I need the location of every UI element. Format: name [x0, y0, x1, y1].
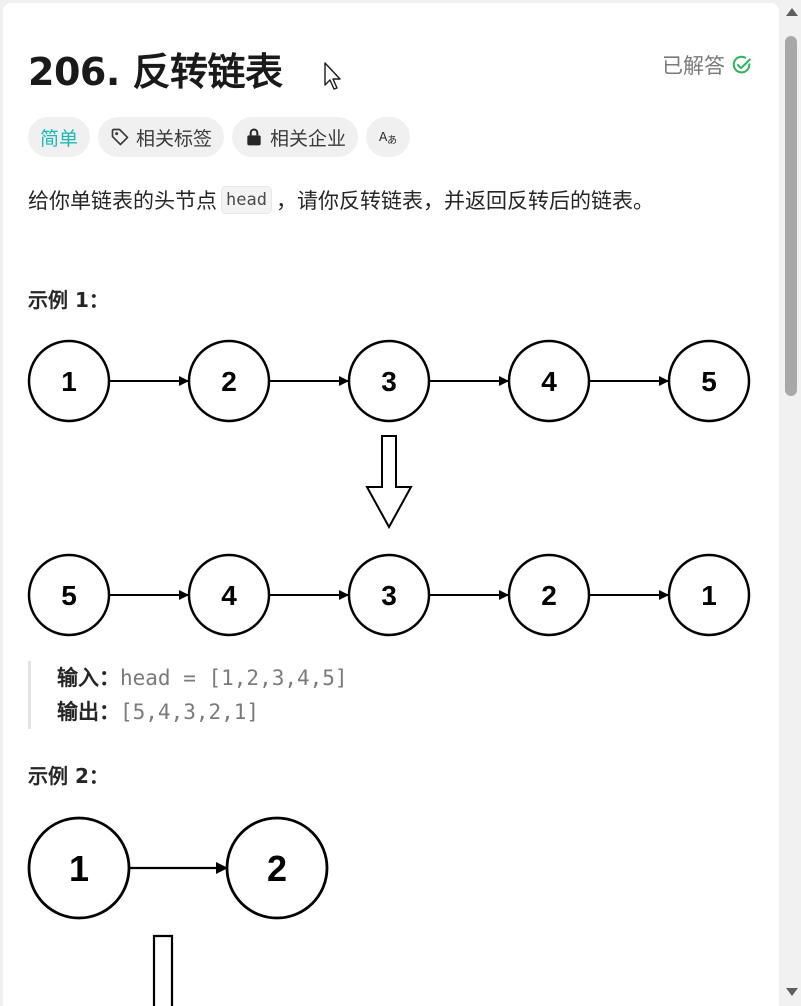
list-node: 1 [27, 339, 111, 423]
tag-row: 简单 相关标签 相关企业 A あ [28, 117, 411, 157]
input-label: 输入： [57, 666, 120, 690]
list-node: 4 [187, 553, 271, 637]
difficulty-label: 简单 [40, 127, 79, 150]
list-node: 5 [667, 339, 751, 423]
list-node: 2 [507, 553, 591, 637]
after-list: 5 4 3 2 1 [27, 553, 751, 637]
list-node: 2 [187, 339, 271, 423]
node-value: 1 [61, 366, 77, 397]
lock-icon [247, 128, 261, 146]
node-value: 1 [69, 848, 89, 889]
example-2-diagram: 1 2 [27, 816, 329, 1006]
node-value: 4 [221, 580, 237, 611]
solved-status: 已解答 [662, 50, 753, 80]
output-label: 输出： [57, 700, 120, 724]
input-value: head = [1,2,3,4,5] [120, 666, 348, 690]
problem-title: 206. 反转链表 [28, 50, 283, 94]
vertical-scrollbar[interactable] [781, 0, 801, 1006]
scroll-down-icon[interactable] [786, 988, 798, 996]
mouse-cursor-icon [324, 62, 341, 90]
node-value: 3 [381, 366, 397, 397]
node-value: 2 [221, 366, 237, 397]
list-node: 3 [347, 339, 431, 423]
svg-text:あ: あ [387, 135, 397, 147]
translate-button[interactable]: A あ [366, 117, 411, 157]
output-value: [5,4,3,2,1] [120, 700, 260, 724]
example-1-diagram: 1 2 3 4 5 [27, 339, 751, 637]
example-1-title: 示例 1： [28, 288, 109, 312]
node-value: 5 [61, 580, 77, 611]
before-list: 1 2 3 4 5 [27, 339, 751, 423]
related-companies-label: 相关企业 [270, 127, 347, 150]
related-tags-button[interactable]: 相关标签 [98, 117, 225, 157]
scrollbar-thumb[interactable] [785, 36, 797, 396]
list-node: 1 [667, 553, 751, 637]
node-value: 2 [267, 848, 287, 889]
list-node: 5 [27, 553, 111, 637]
inline-code: head [221, 186, 272, 214]
related-companies-button[interactable]: 相关企业 [232, 117, 359, 157]
solved-label: 已解答 [662, 54, 725, 78]
node-value: 1 [701, 580, 717, 611]
problem-description: 给你单链表的头节点 head ，请你反转链表，并返回反转后的链表。 [28, 185, 654, 215]
check-circle-icon [732, 55, 751, 74]
scroll-up-icon[interactable] [786, 8, 798, 16]
list-node: 3 [347, 553, 431, 637]
example-1-io: 输入： head = [1,2,3,4,5] 输出： [5,4,3,2,1] [28, 661, 348, 729]
list-node: 1 [27, 816, 131, 920]
svg-text:A: A [379, 129, 388, 144]
description-text-cont: ，请你反转链表，并返回反转后的链表。 [275, 189, 654, 213]
list-node: 4 [507, 339, 591, 423]
description-text: 给你单链表的头节点 [28, 189, 217, 213]
node-value: 4 [541, 366, 557, 397]
problem-panel: 206. 反转链表 已解答 简单 相关标签 相关企业 [3, 3, 779, 1006]
output-line: 输出： [5,4,3,2,1] [57, 695, 348, 729]
list-node: 2 [225, 816, 329, 920]
node-value: 2 [541, 580, 557, 611]
difficulty-badge[interactable]: 简单 [28, 117, 91, 157]
down-arrow-icon [152, 934, 174, 1006]
node-value: 5 [701, 366, 717, 397]
node-value: 3 [381, 580, 397, 611]
translate-icon: A あ [379, 129, 397, 147]
down-arrow-icon [365, 435, 413, 530]
tag-icon [111, 128, 129, 146]
input-line: 输入： head = [1,2,3,4,5] [57, 661, 348, 695]
example-2-title: 示例 2： [28, 764, 109, 788]
related-tags-label: 相关标签 [136, 127, 213, 150]
